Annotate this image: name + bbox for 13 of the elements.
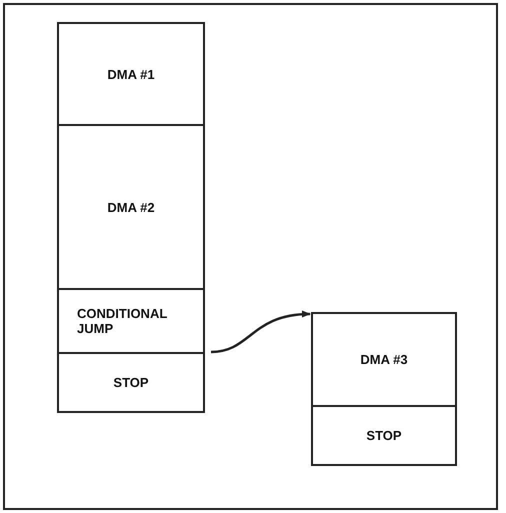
memory-block xyxy=(57,22,205,126)
block-label: CONDITIONAL JUMP xyxy=(77,306,168,336)
memory-block xyxy=(311,405,457,466)
block-label: STOP xyxy=(366,428,402,443)
block-label: DMA #1 xyxy=(107,66,155,82)
block-label: STOP xyxy=(113,375,149,390)
memory-block xyxy=(311,312,457,407)
memory-block xyxy=(57,288,205,354)
memory-block xyxy=(57,124,205,290)
block-label: DMA #3 xyxy=(360,352,408,367)
memory-block xyxy=(57,352,205,413)
arrow xyxy=(210,310,311,354)
block-label: DMA #2 xyxy=(107,200,155,214)
